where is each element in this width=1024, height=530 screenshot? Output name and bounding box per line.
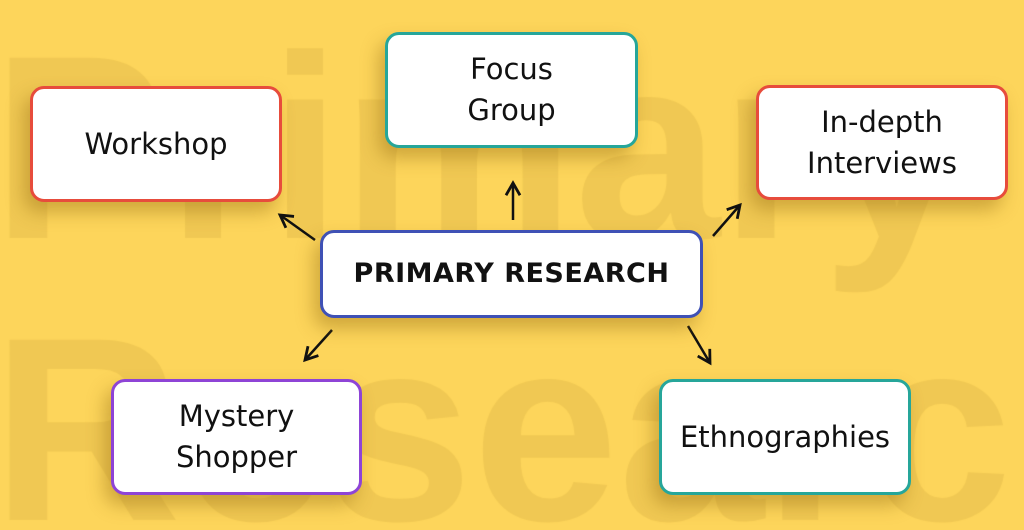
center-node: PRIMARY RESEARCH (320, 230, 703, 318)
arrow-to-ethnographies (686, 325, 712, 366)
node-label-line: Mystery (178, 399, 295, 434)
node-ethnographies: Ethnographies (659, 379, 911, 495)
arrow-to-workshop (277, 213, 316, 242)
node-label-line: In-depth (821, 104, 943, 139)
node-label-line: Ethnographies (679, 419, 891, 454)
node-label-line: Shopper (175, 440, 298, 474)
node-label: Workshop (84, 124, 227, 165)
node-label-line: Focus (470, 52, 553, 87)
arrow-to-mystery-shopper (303, 329, 333, 363)
node-workshop: Workshop (30, 86, 282, 202)
arrow-to-in-depth-interviews (712, 202, 742, 237)
node-label: Ethnographies (680, 417, 890, 458)
center-label: PRIMARY RESEARCH (353, 258, 670, 290)
node-label-line: Workshop (84, 126, 228, 161)
node-label-line: Interviews (807, 145, 957, 180)
node-label-line: Group (467, 93, 556, 127)
